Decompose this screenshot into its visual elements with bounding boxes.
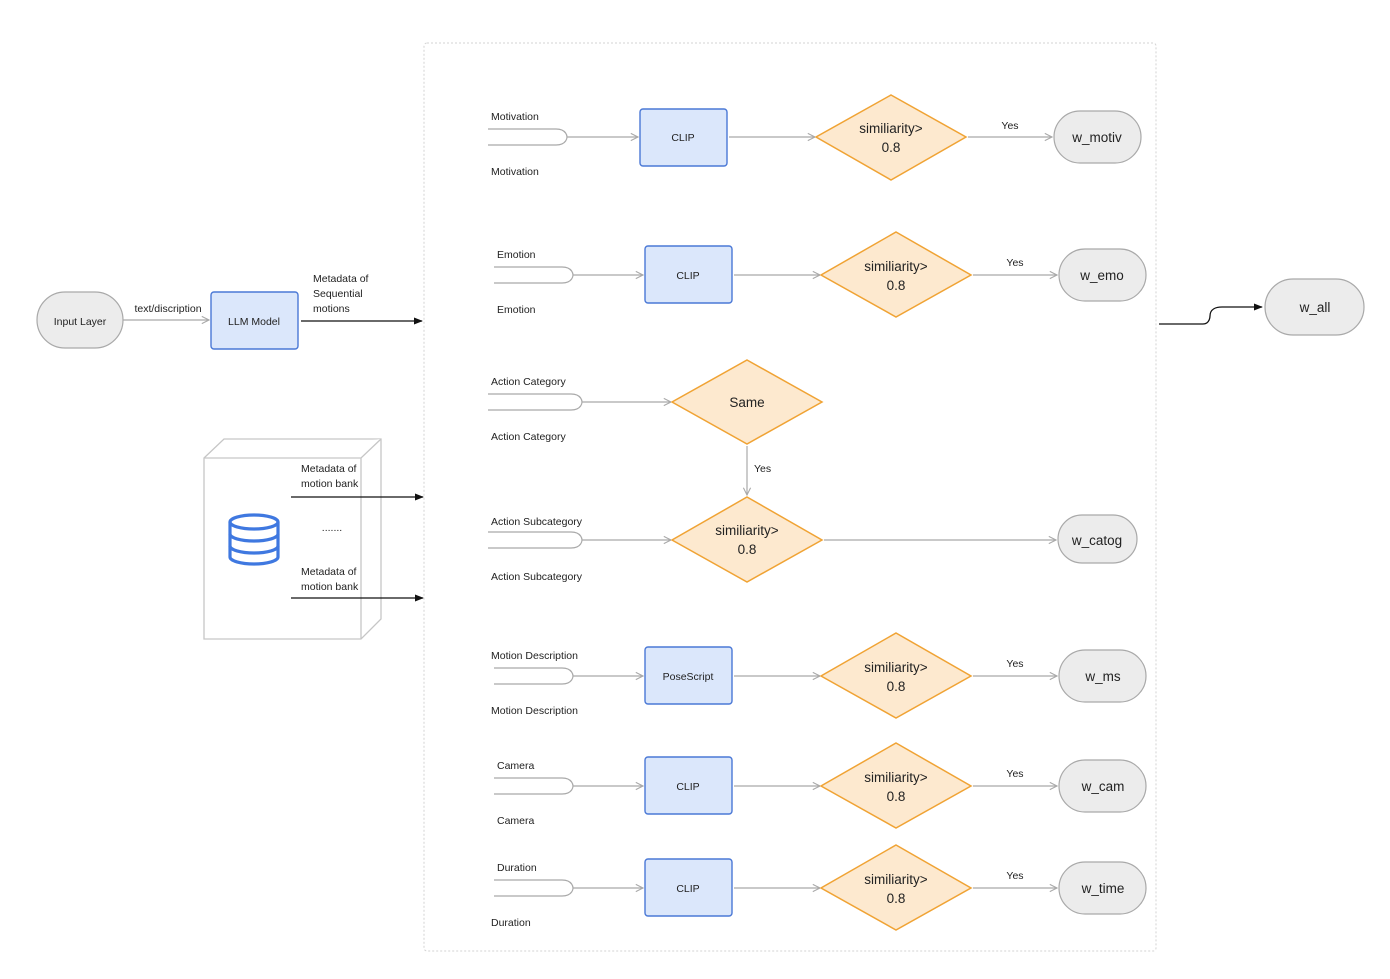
subcategory-merge-arrow (488, 532, 671, 548)
merge-arrow (488, 129, 638, 145)
subcategory-decision-label-2: 0.8 (738, 542, 757, 557)
output-node-w-ms[interactable] (1058, 649, 1147, 703)
row-camera: Camera Camera CLIP similiarity> 0.8 Yes … (494, 742, 1147, 829)
subcategory-similarity-decision[interactable] (670, 496, 824, 583)
motion-bank-meta-bot-2: motion bank (301, 581, 359, 593)
yes-label: Yes (1006, 768, 1023, 780)
subcategory-top-label: Action Subcategory (491, 516, 583, 528)
decision-label-1: similiarity> (864, 872, 927, 887)
output-label: w_time (1081, 881, 1125, 896)
row-motion-description: Motion Description Motion Description Po… (491, 632, 1147, 719)
row-bottom-label: Camera (497, 815, 535, 827)
decision-label-2: 0.8 (887, 278, 906, 293)
model-label: CLIP (671, 132, 694, 144)
output-label: w_cam (1081, 779, 1125, 794)
motion-bank-meta-bot-1: Metadata of (301, 566, 357, 578)
model-label: CLIP (676, 883, 699, 895)
motion-bank-meta-top-1: Metadata of (301, 463, 357, 475)
motion-bank-meta-top-2: motion bank (301, 478, 359, 490)
output-node-w-catog[interactable] (1057, 514, 1138, 564)
text-description-label: text/discription (134, 303, 201, 315)
input-layer-label: Input Layer (54, 316, 107, 328)
row-top-label: Duration (497, 862, 537, 874)
motion-bank-box-outline (203, 438, 382, 640)
merge-arrow (494, 880, 643, 896)
category-top-label: Action Category (491, 376, 566, 388)
similarity-decision[interactable] (814, 94, 968, 181)
merge-arrow (494, 267, 643, 283)
row-top-label: Motivation (491, 111, 539, 123)
metadata-sequential-label-1: Metadata of (313, 273, 369, 285)
output-node-w-emo[interactable] (1058, 248, 1147, 302)
output-label: w_ms (1084, 669, 1121, 684)
output-label: w_motiv (1071, 130, 1122, 145)
output-label: w_emo (1079, 268, 1124, 283)
decision-label-1: similiarity> (864, 660, 927, 675)
row-top-label: Emotion (497, 249, 536, 261)
same-label: Same (729, 395, 764, 410)
subcategory-bottom-label: Action Subcategory (491, 571, 583, 583)
subcategory-decision-label-1: similiarity> (715, 523, 778, 538)
merge-arrow (494, 778, 643, 794)
decision-label-2: 0.8 (887, 891, 906, 906)
decision-label-2: 0.8 (887, 789, 906, 804)
clip-node[interactable] (644, 756, 733, 815)
final-output-section: w_all (1159, 278, 1365, 336)
yes-label: Yes (1006, 870, 1023, 882)
row-bottom-label: Motion Description (491, 705, 578, 717)
motion-bank: Metadata of motion bank ....... Metadata… (203, 438, 424, 640)
catog-output-label: w_catog (1071, 533, 1122, 548)
similarity-decision[interactable] (819, 632, 973, 719)
database-icon (228, 513, 280, 566)
row-top-label: Camera (497, 760, 535, 772)
llm-model-node[interactable] (210, 291, 299, 350)
similarity-decision[interactable] (819, 844, 973, 931)
same-yes-label: Yes (754, 463, 771, 475)
output-node-w-all[interactable] (1264, 278, 1365, 336)
similarity-decision[interactable] (819, 742, 973, 829)
clip-node[interactable] (644, 245, 733, 304)
output-node-w-cam[interactable] (1058, 759, 1147, 813)
llm-model-label: LLM Model (228, 316, 280, 328)
same-decision[interactable] (670, 359, 824, 445)
row-bottom-label: Emotion (497, 304, 536, 316)
category-bottom-label: Action Category (491, 431, 566, 443)
output-node-w-time[interactable] (1058, 861, 1147, 915)
model-label: PoseScript (663, 671, 714, 683)
decision-label-1: similiarity> (859, 121, 922, 136)
model-label: CLIP (676, 270, 699, 282)
motion-bank-box-edges (204, 438, 382, 639)
decision-label-2: 0.8 (882, 140, 901, 155)
clip-node[interactable] (644, 858, 733, 917)
row-duration: Duration Duration CLIP similiarity> 0.8 … (491, 844, 1147, 931)
metadata-sequential-label-2: Sequential (313, 288, 363, 300)
matching-frame (423, 42, 1157, 952)
category-merge-arrow (488, 394, 671, 410)
clip-node[interactable] (639, 108, 728, 167)
row-bottom-label: Motivation (491, 166, 539, 178)
decision-label-1: similiarity> (864, 259, 927, 274)
input-section: Input Layer text/discription LLM Model M… (36, 273, 423, 350)
similarity-decision[interactable] (819, 231, 973, 318)
row-top-label: Motion Description (491, 650, 578, 662)
final-output-label: w_all (1299, 300, 1331, 315)
row-category: Action Category Action Category Same Yes… (488, 359, 1138, 583)
row-motivation: Motivation Motivation CLIP similiarity> … (488, 94, 1142, 181)
metadata-sequential-label-3: motions (313, 303, 350, 315)
row-bottom-label: Duration (491, 917, 531, 929)
yes-label: Yes (1006, 257, 1023, 269)
decision-label-2: 0.8 (887, 679, 906, 694)
yes-label: Yes (1001, 120, 1018, 132)
row-emotion: Emotion Emotion CLIP similiarity> 0.8 Ye… (494, 231, 1147, 318)
motion-bank-ellipsis: ....... (322, 522, 342, 534)
posescript-node[interactable] (644, 646, 733, 705)
yes-label: Yes (1006, 658, 1023, 670)
final-output-arrow (1159, 303, 1263, 325)
decision-label-1: similiarity> (864, 770, 927, 785)
output-node-w-motiv[interactable] (1053, 110, 1142, 164)
model-label: CLIP (676, 781, 699, 793)
merge-arrow (494, 668, 643, 684)
